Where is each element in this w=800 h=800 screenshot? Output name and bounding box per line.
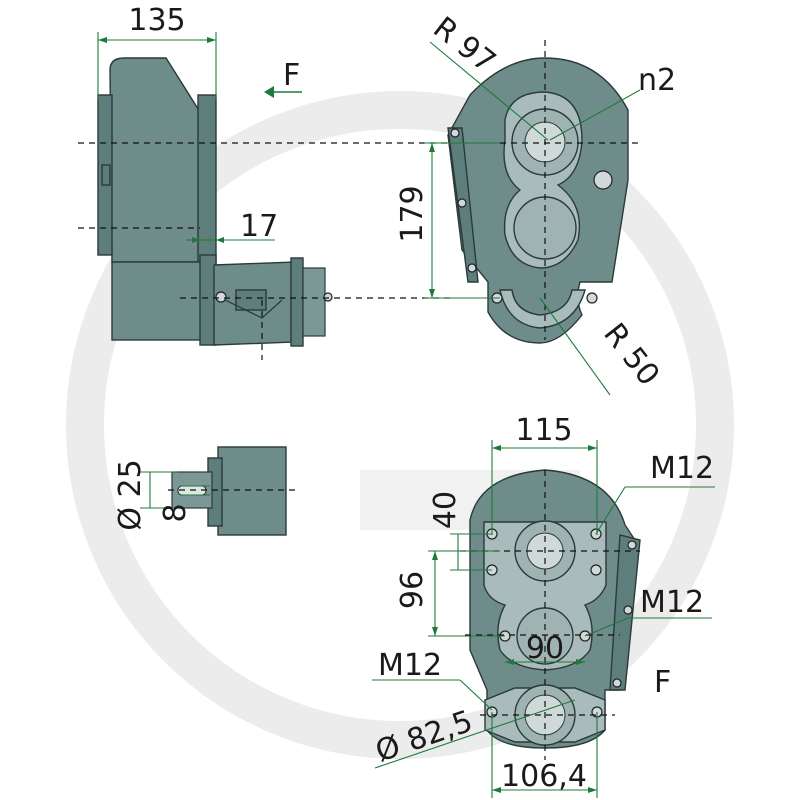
thread-m12-top: M12 — [650, 451, 714, 486]
dimension-106-4: 106,4 — [501, 759, 587, 794]
n2-label: n2 — [638, 63, 676, 98]
side-view: 135 F 17 — [78, 3, 460, 360]
shaft-detail: Ø 25 8 — [113, 446, 300, 536]
front-view: R 97 n2 179 R 50 — [395, 10, 676, 396]
force-label-bottom: F — [654, 665, 671, 700]
dimension-17: 17 — [240, 209, 278, 244]
dimension-115: 115 — [515, 413, 572, 448]
key-width: 8 — [158, 503, 193, 522]
radius-50: R 50 — [596, 317, 666, 393]
dimension-135: 135 — [128, 3, 185, 38]
dimension-179: 179 — [395, 185, 430, 242]
radius-97: R 97 — [426, 10, 502, 80]
thread-m12-bottom: M12 — [378, 648, 442, 683]
back-view: 115 M12 40 96 M12 90 M12 F Ø 82,5 — [371, 413, 715, 798]
flange-diameter: Ø 82,5 — [371, 704, 477, 770]
thread-m12-mid: M12 — [640, 585, 704, 620]
dimension-90: 90 — [526, 631, 564, 666]
dimension-40: 40 — [428, 491, 463, 529]
shaft-diameter: Ø 25 — [113, 459, 148, 530]
force-label-top: F — [283, 58, 300, 93]
dimension-96: 96 — [395, 571, 430, 609]
